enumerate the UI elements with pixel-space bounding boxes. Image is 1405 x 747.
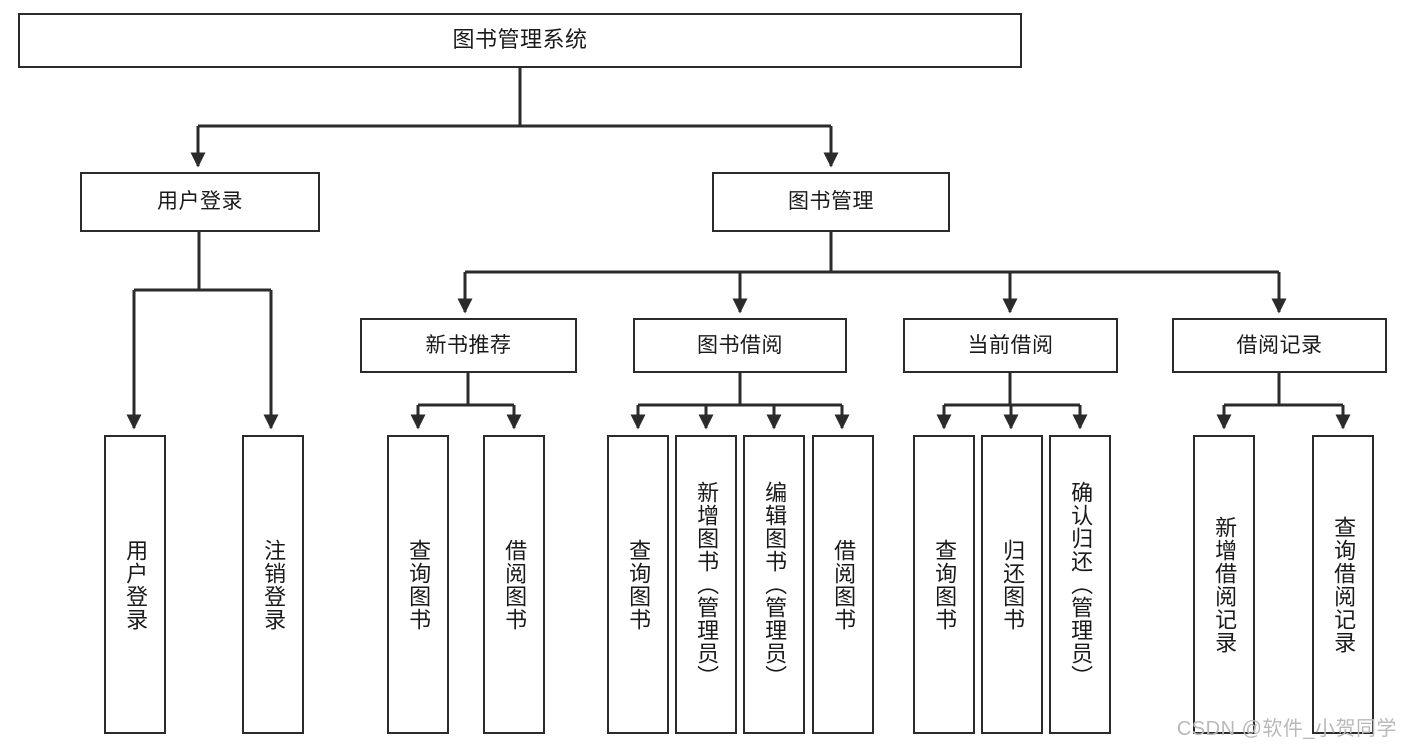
node-new-book-recommend[interactable]: 新书推荐 — [360, 318, 577, 373]
leaf-new-book-borrow-book[interactable]: 借阅图书 — [483, 435, 545, 734]
leaf-borrow-record-add-record[interactable]: 新增借阅记录 — [1193, 435, 1255, 734]
node-root-book-management-system[interactable]: 图书管理系统 — [18, 13, 1022, 68]
node-label: 归还图书 — [1000, 538, 1026, 631]
node-label: 图书管理 — [788, 190, 874, 214]
node-label: 查询借阅记录 — [1331, 515, 1357, 654]
node-label: 借阅图书 — [502, 538, 528, 631]
leaf-book-borrow-edit-book-admin[interactable]: 编辑图书（管理员） — [743, 435, 805, 734]
node-label: 查询图书 — [406, 538, 432, 631]
leaf-current-borrow-confirm-return-admin[interactable]: 确认归还（管理员） — [1049, 435, 1111, 734]
node-label: 确认归还（管理员） — [1068, 481, 1094, 688]
leaf-book-borrow-add-book-admin[interactable]: 新增图书（管理员） — [675, 435, 737, 734]
node-book-borrow[interactable]: 图书借阅 — [633, 318, 847, 373]
leaf-book-borrow-query-book[interactable]: 查询图书 — [607, 435, 669, 734]
node-current-borrow[interactable]: 当前借阅 — [903, 318, 1118, 373]
node-label: 注销登录 — [261, 538, 287, 631]
node-label: 新增图书（管理员） — [694, 481, 720, 688]
leaf-new-book-query-book[interactable]: 查询图书 — [387, 435, 449, 734]
node-label: 新增借阅记录 — [1212, 515, 1238, 654]
node-label: 借阅图书 — [831, 538, 857, 631]
leaf-borrow-record-query-record[interactable]: 查询借阅记录 — [1312, 435, 1374, 734]
node-label: 查询图书 — [932, 538, 958, 631]
node-label: 图书管理系统 — [452, 27, 588, 53]
leaf-current-borrow-query-book[interactable]: 查询图书 — [913, 435, 975, 734]
node-label: 图书借阅 — [697, 333, 783, 357]
leaf-user-login-login[interactable]: 用户登录 — [104, 435, 166, 734]
node-label: 编辑图书（管理员） — [762, 481, 788, 688]
leaf-book-borrow-borrow-book[interactable]: 借阅图书 — [812, 435, 874, 734]
node-label: 新书推荐 — [425, 333, 512, 357]
node-label: 用户登录 — [123, 538, 149, 631]
leaf-current-borrow-return-book[interactable]: 归还图书 — [981, 435, 1043, 734]
node-user-login[interactable]: 用户登录 — [80, 172, 320, 232]
node-label: 查询图书 — [626, 538, 652, 631]
node-borrow-record[interactable]: 借阅记录 — [1172, 318, 1387, 373]
node-label: 借阅记录 — [1236, 333, 1323, 357]
csdn-watermark: CSDN @软件_小贺同学 — [1176, 718, 1397, 740]
node-book-management[interactable]: 图书管理 — [712, 172, 950, 232]
node-label: 用户登录 — [157, 190, 243, 214]
node-label: 当前借阅 — [967, 333, 1054, 357]
leaf-user-login-logout[interactable]: 注销登录 — [242, 435, 304, 734]
